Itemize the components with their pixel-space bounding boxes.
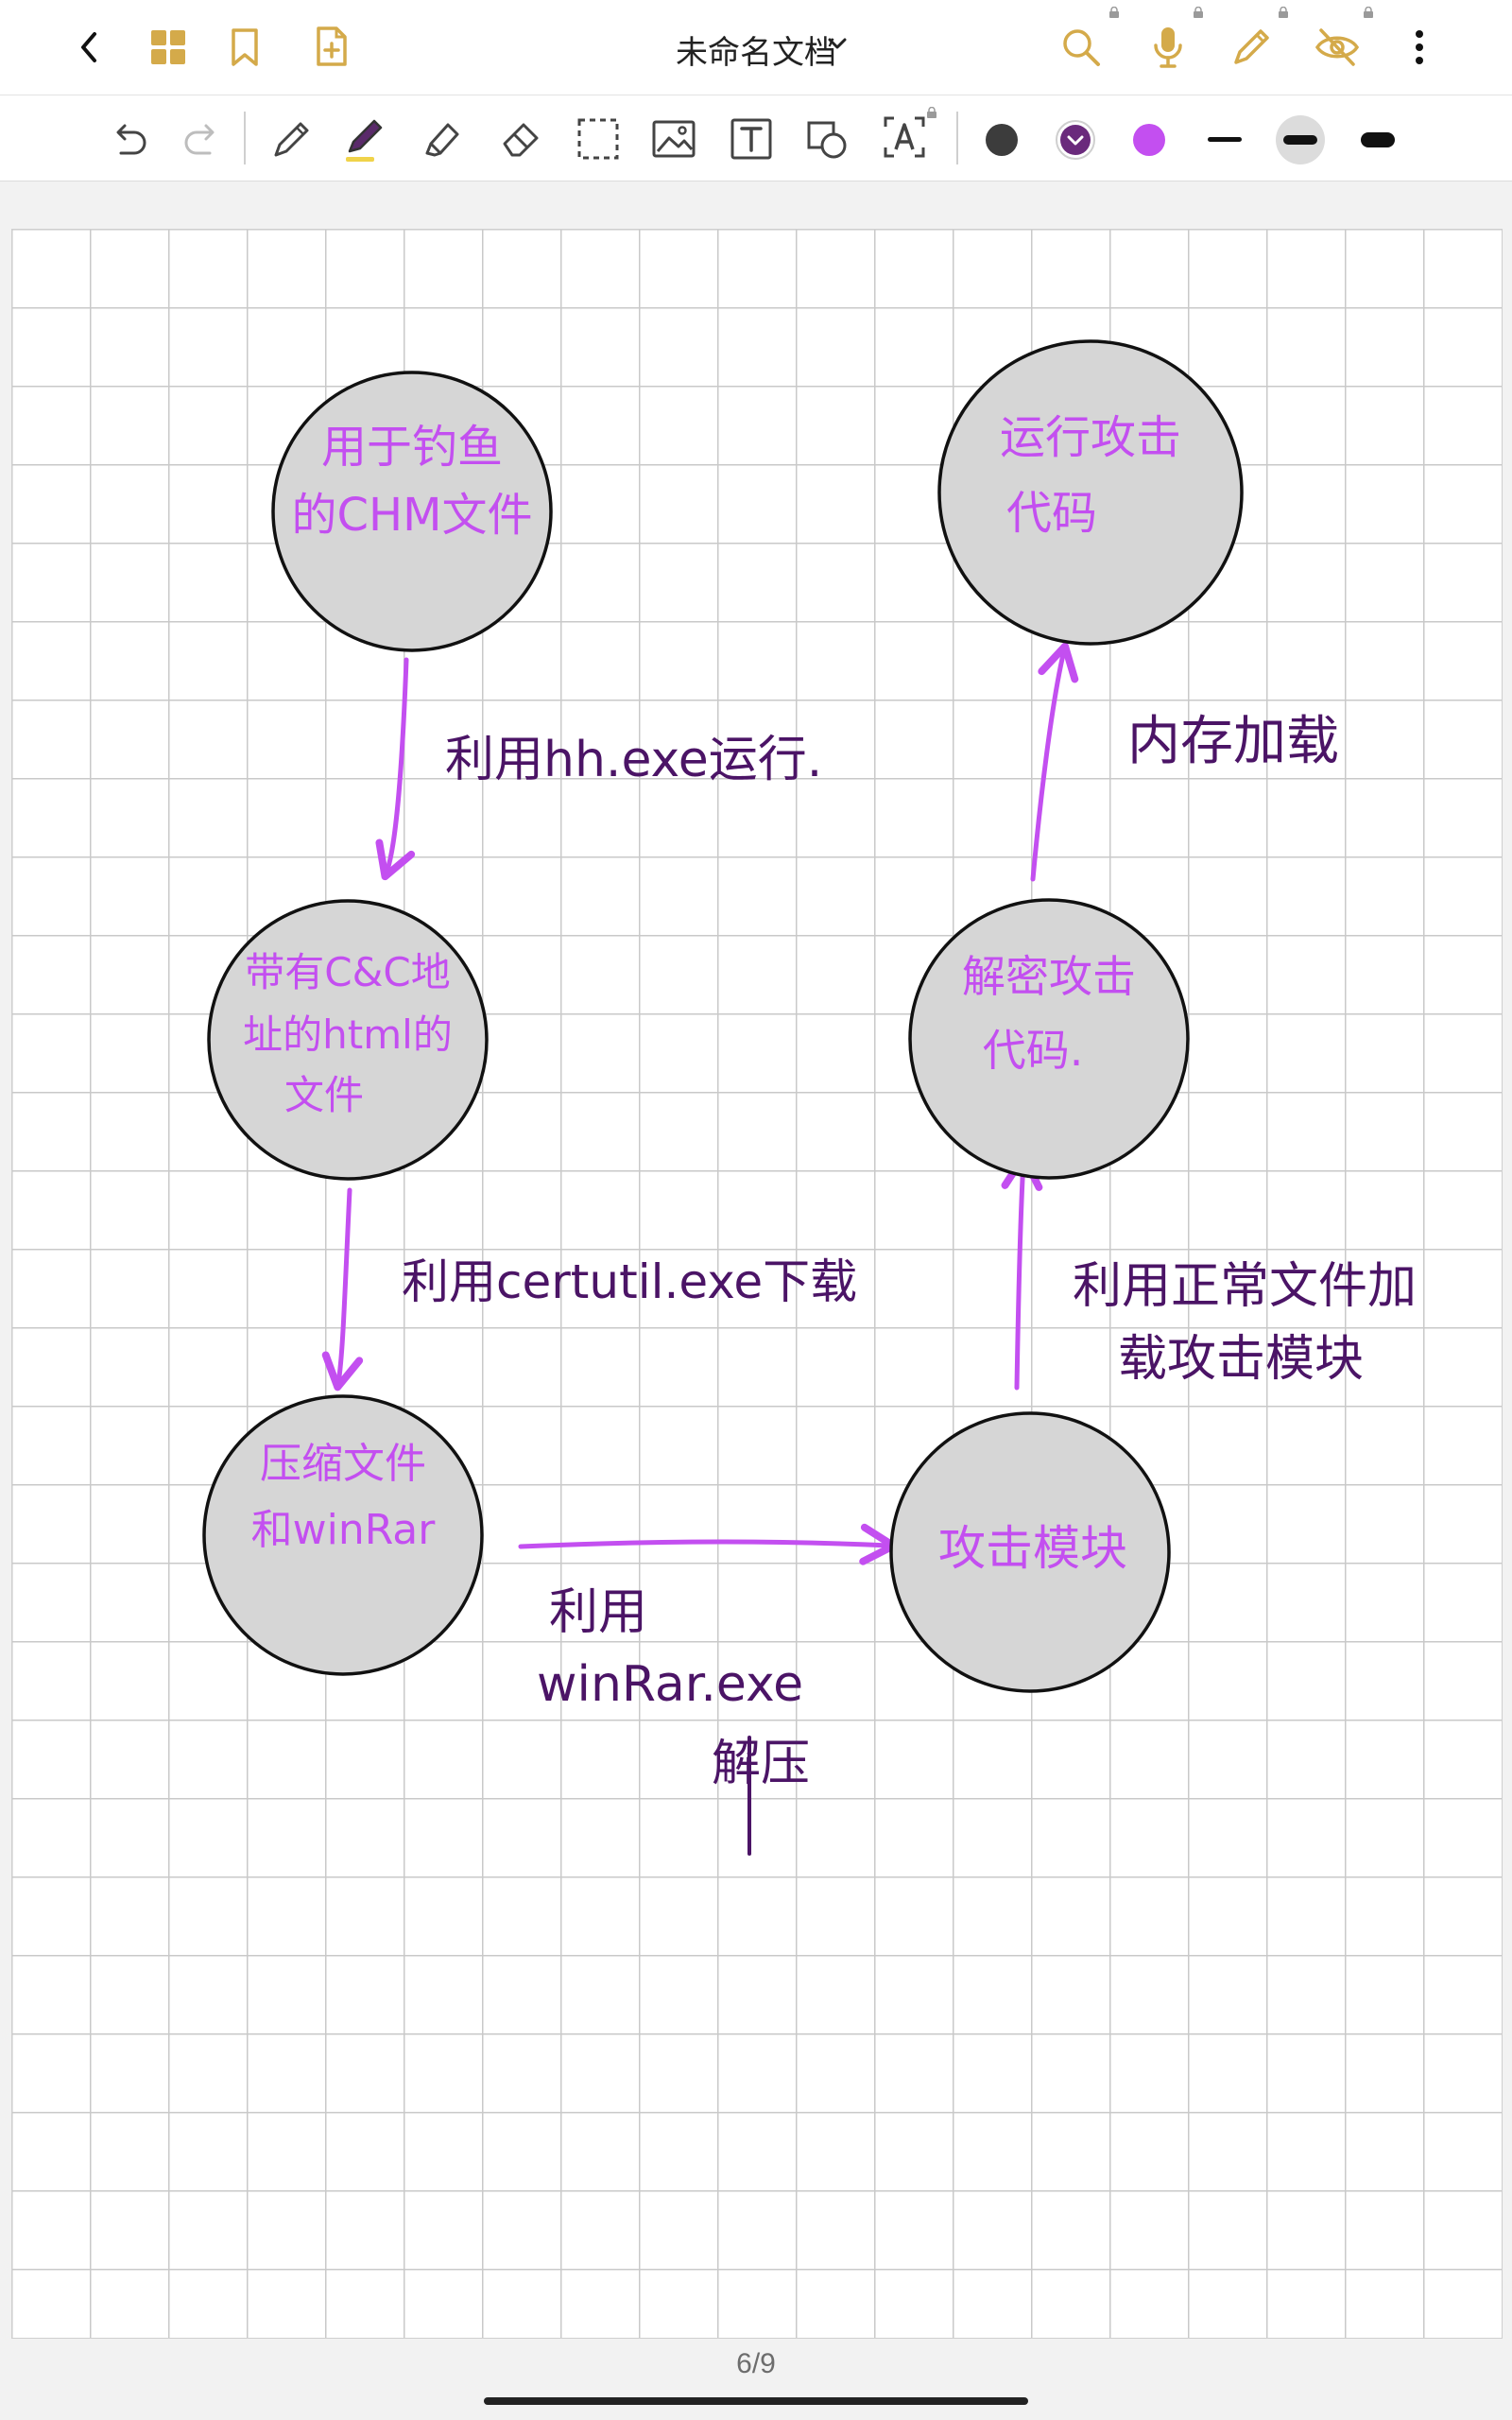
- image-insert-icon[interactable]: [650, 115, 697, 163]
- edge-label-hh-exe: 利用hh.exe运行.: [445, 732, 822, 788]
- node-run-label-line1: 运行攻击: [1000, 411, 1181, 464]
- fountain-pen-icon[interactable]: [342, 113, 391, 166]
- stroke-width-thick[interactable]: [1357, 121, 1399, 159]
- grid-notebook-page[interactable]: 用于钓鱼 的CHM文件 带有C&C地 址的html的 文件 压缩文件 和winR…: [11, 229, 1503, 2339]
- arrow-chm-to-html: [375, 657, 416, 881]
- node-decrypt-circle: [908, 898, 1190, 1180]
- lock-icon: [1363, 6, 1374, 18]
- search-icon[interactable]: [1060, 26, 1102, 68]
- lock-icon: [1108, 6, 1120, 18]
- arrow-module-to-decrypt: [1001, 1152, 1043, 1391]
- node-decrypt-label-line1: 解密攻击: [962, 951, 1136, 1002]
- edge-label-winrar-line1: 利用: [549, 1584, 647, 1641]
- toolbar-divider: [244, 112, 246, 164]
- stroke-width-thin[interactable]: [1204, 121, 1246, 159]
- text-recognition-icon[interactable]: [881, 113, 932, 164]
- node-chm-circle: [271, 371, 553, 652]
- pen-tool-icon[interactable]: [268, 115, 316, 163]
- node-html-label-line2: 址的html的: [243, 1011, 453, 1058]
- node-run-circle: [937, 339, 1244, 646]
- node-zip-label-line2: 和winRar: [251, 1506, 437, 1554]
- edge-label-memory-load: 内存加载: [1127, 711, 1339, 772]
- node-module-circle: [889, 1411, 1171, 1693]
- node-zip-label-line1: 压缩文件: [260, 1440, 426, 1488]
- node-chm-label-line1: 用于钓鱼: [321, 421, 503, 474]
- edge-label-winrar-line2: winRar.exe: [537, 1656, 803, 1713]
- node-html-label-line3: 文件: [284, 1072, 364, 1118]
- node-zip-circle: [202, 1394, 484, 1676]
- edge-label-certutil: 利用certutil.exe下载: [402, 1254, 857, 1309]
- lasso-select-icon[interactable]: [575, 115, 622, 163]
- text-box-icon[interactable]: [728, 115, 775, 163]
- arrow-zip-to-module: [518, 1523, 898, 1565]
- node-html-circle: [207, 899, 489, 1181]
- grid-view-icon[interactable]: [149, 28, 187, 66]
- document-title[interactable]: 未命名文档: [676, 35, 836, 71]
- toolbar-divider: [956, 112, 958, 164]
- stroke-width-medium-selected[interactable]: [1276, 115, 1325, 164]
- color-swatch-dark-gray[interactable]: [983, 121, 1021, 159]
- more-vertical-icon[interactable]: [1408, 26, 1431, 68]
- top-app-bar: 未命名文档: [0, 0, 1512, 95]
- edge-label-normal-file-line2: 载攻击模块: [1118, 1331, 1364, 1388]
- title-chevron-down-icon[interactable]: [824, 30, 850, 57]
- redo-icon[interactable]: [180, 117, 223, 161]
- node-run-label-line2: 代码: [1006, 487, 1097, 540]
- eraser-icon[interactable]: [497, 115, 544, 163]
- node-decrypt-label-line2: 代码.: [983, 1025, 1084, 1076]
- edge-label-normal-file-line1: 利用正常文件加: [1073, 1258, 1417, 1315]
- shape-tool-icon[interactable]: [803, 115, 850, 163]
- drawing-toolbar: [0, 95, 1512, 182]
- undo-icon[interactable]: [108, 117, 151, 161]
- microphone-icon[interactable]: [1149, 25, 1187, 70]
- arrow-decrypt-to-run: [1030, 642, 1079, 882]
- eye-off-icon[interactable]: [1314, 26, 1361, 68]
- lock-icon: [1278, 6, 1289, 18]
- color-swatch-purple-selected[interactable]: [1055, 119, 1096, 161]
- page-indicator: 6/9: [736, 2348, 776, 2379]
- bookmark-icon[interactable]: [229, 26, 261, 68]
- node-html-label-line1: 带有C&C地: [245, 949, 450, 995]
- add-page-icon[interactable]: [314, 25, 350, 68]
- node-chm-label-line2: 的CHM文件: [291, 489, 532, 542]
- pencil-icon[interactable]: [1230, 26, 1272, 68]
- arrow-html-to-zip: [321, 1187, 364, 1392]
- color-swatch-magenta[interactable]: [1130, 121, 1168, 159]
- highlighter-icon[interactable]: [420, 115, 467, 163]
- lock-icon: [1193, 6, 1204, 18]
- home-indicator-bar: [484, 2397, 1028, 2405]
- back-icon[interactable]: [74, 28, 106, 66]
- diagram-canvas[interactable]: 用于钓鱼 的CHM文件 带有C&C地 址的html的 文件 压缩文件 和winR…: [12, 230, 1502, 2338]
- node-module-label-line1: 攻击模块: [938, 1521, 1127, 1576]
- lock-icon: [926, 106, 937, 118]
- edge-label-winrar-line3: 解压: [712, 1736, 810, 1792]
